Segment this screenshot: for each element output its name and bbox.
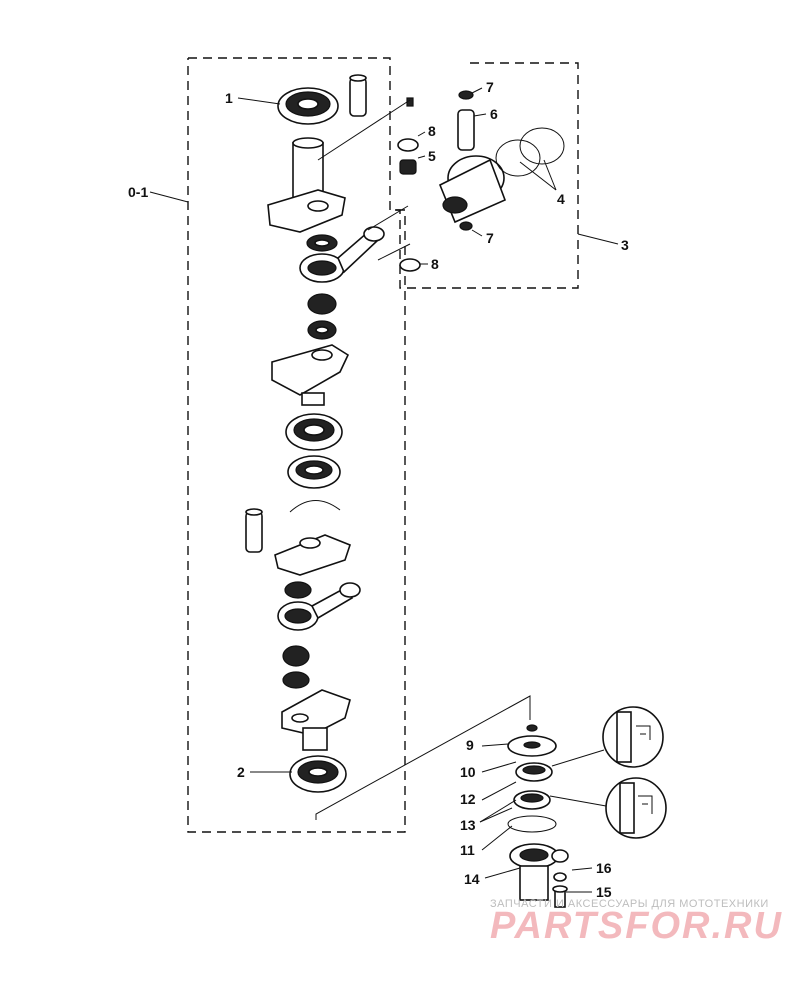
small-pin (406, 97, 414, 107)
seal-section-detail-lower (605, 777, 667, 839)
callout-1: 1 (225, 90, 233, 106)
dowel-pin-upper (349, 74, 367, 117)
thrust-washer-bottom (399, 258, 421, 272)
needle-cage-5 (282, 671, 310, 689)
seal-upper (515, 762, 553, 782)
lower-ball-bearing (289, 755, 347, 793)
callout-labels: 0-1 1 2 3 4 5 6 7 7 8 8 9 10 11 12 13 14… (128, 79, 629, 900)
callout-4: 4 (557, 191, 565, 207)
thrust-washer-top (397, 138, 419, 152)
callout-9: 9 (466, 737, 474, 753)
circlip-bottom (459, 221, 473, 231)
assembly-boundary-piston (390, 62, 579, 289)
crank-web-lower (274, 534, 351, 576)
callout-7-bottom: 7 (486, 230, 494, 246)
callout-2: 2 (237, 764, 245, 780)
callout-13: 13 (460, 817, 476, 833)
callout-5: 5 (428, 148, 436, 164)
callout-10: 10 (460, 764, 476, 780)
small-o-ring (526, 724, 538, 732)
callout-8-top: 8 (428, 123, 436, 139)
dowel-pin-lower (245, 508, 263, 553)
piston-pin (457, 109, 475, 151)
center-seal (287, 455, 341, 489)
callout-8-bottom: 8 (431, 256, 439, 272)
crank-web-middle (271, 344, 350, 406)
watermark: ЗАПЧАСТИ И АКСЕССУАРЫ ДЛЯ МОТОТЕХНИКИ PA… (490, 898, 783, 947)
piston (438, 155, 507, 224)
callout-3: 3 (621, 237, 629, 253)
callout-12: 12 (460, 791, 476, 807)
watermark-tagline: ЗАПЧАСТИ И АКСЕССУАРЫ ДЛЯ МОТОТЕХНИКИ (490, 898, 769, 910)
assembly-boundary-crankshaft (187, 57, 406, 833)
callout-6: 6 (490, 106, 498, 122)
seal-lower (513, 790, 551, 810)
upper-ball-bearing (277, 87, 339, 125)
screw (552, 885, 568, 908)
small-end-needle-bearing (399, 159, 417, 175)
callout-15: 15 (596, 884, 612, 900)
callout-7-top: 7 (486, 79, 494, 95)
connecting-rod-upper (299, 226, 385, 283)
callout-16: 16 (596, 860, 612, 876)
connecting-rod-lower (277, 582, 361, 631)
callout-11: 11 (460, 842, 475, 858)
callout-14: 14 (464, 871, 480, 887)
lock-washer (553, 872, 567, 882)
needle-cage-1 (307, 293, 337, 315)
lower-crank-journal (281, 689, 351, 751)
callout-0-1: 0-1 (128, 184, 148, 200)
circlip-top (458, 90, 474, 100)
needle-cage-4 (282, 645, 310, 667)
upper-crank-journal (267, 137, 346, 233)
snap-ring (289, 500, 341, 513)
seal-section-detail-upper (602, 706, 664, 768)
watermark-brand: PARTSFOR.RU (490, 905, 783, 947)
needle-cage-3 (284, 581, 312, 599)
center-main-bearing (285, 413, 343, 451)
o-ring (507, 815, 557, 833)
piston-rings (495, 127, 565, 177)
seal-housing (509, 843, 569, 901)
leader-lines (149, 87, 619, 893)
